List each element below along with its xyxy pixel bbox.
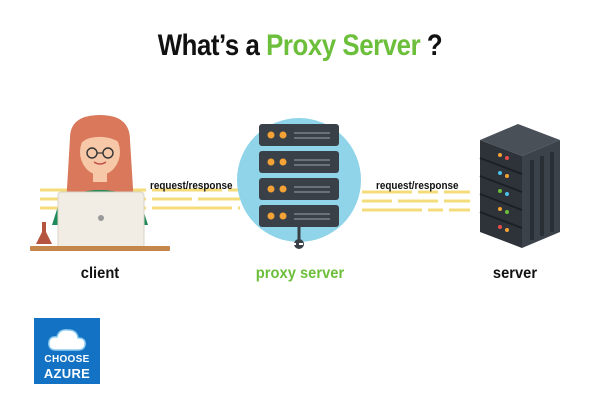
title-part-question: ? [420,29,443,62]
connection-label-proxy-server: request/response [376,180,459,192]
logo-line-azure: AZURE [43,366,91,381]
woman-at-laptop-icon [30,115,170,251]
cloud-icon [48,329,86,351]
node-label-proxy-server: proxy server [255,265,345,282]
page-title: What’s a Proxy Server ? [42,26,558,66]
node-label-client: client [80,265,120,282]
title-part-what: What’s a [157,29,267,62]
server-tower-icon [479,124,560,248]
title-part-proxy-server: Proxy Server [266,29,421,62]
choose-azure-logo: CHOOSE AZURE [34,318,100,384]
connector-proxy-server [362,190,470,212]
node-label-server: server [492,265,538,282]
logo-line-choose: CHOOSE [44,354,90,365]
connection-label-client-proxy: request/response [150,180,233,192]
server-rack-icon [237,118,361,249]
